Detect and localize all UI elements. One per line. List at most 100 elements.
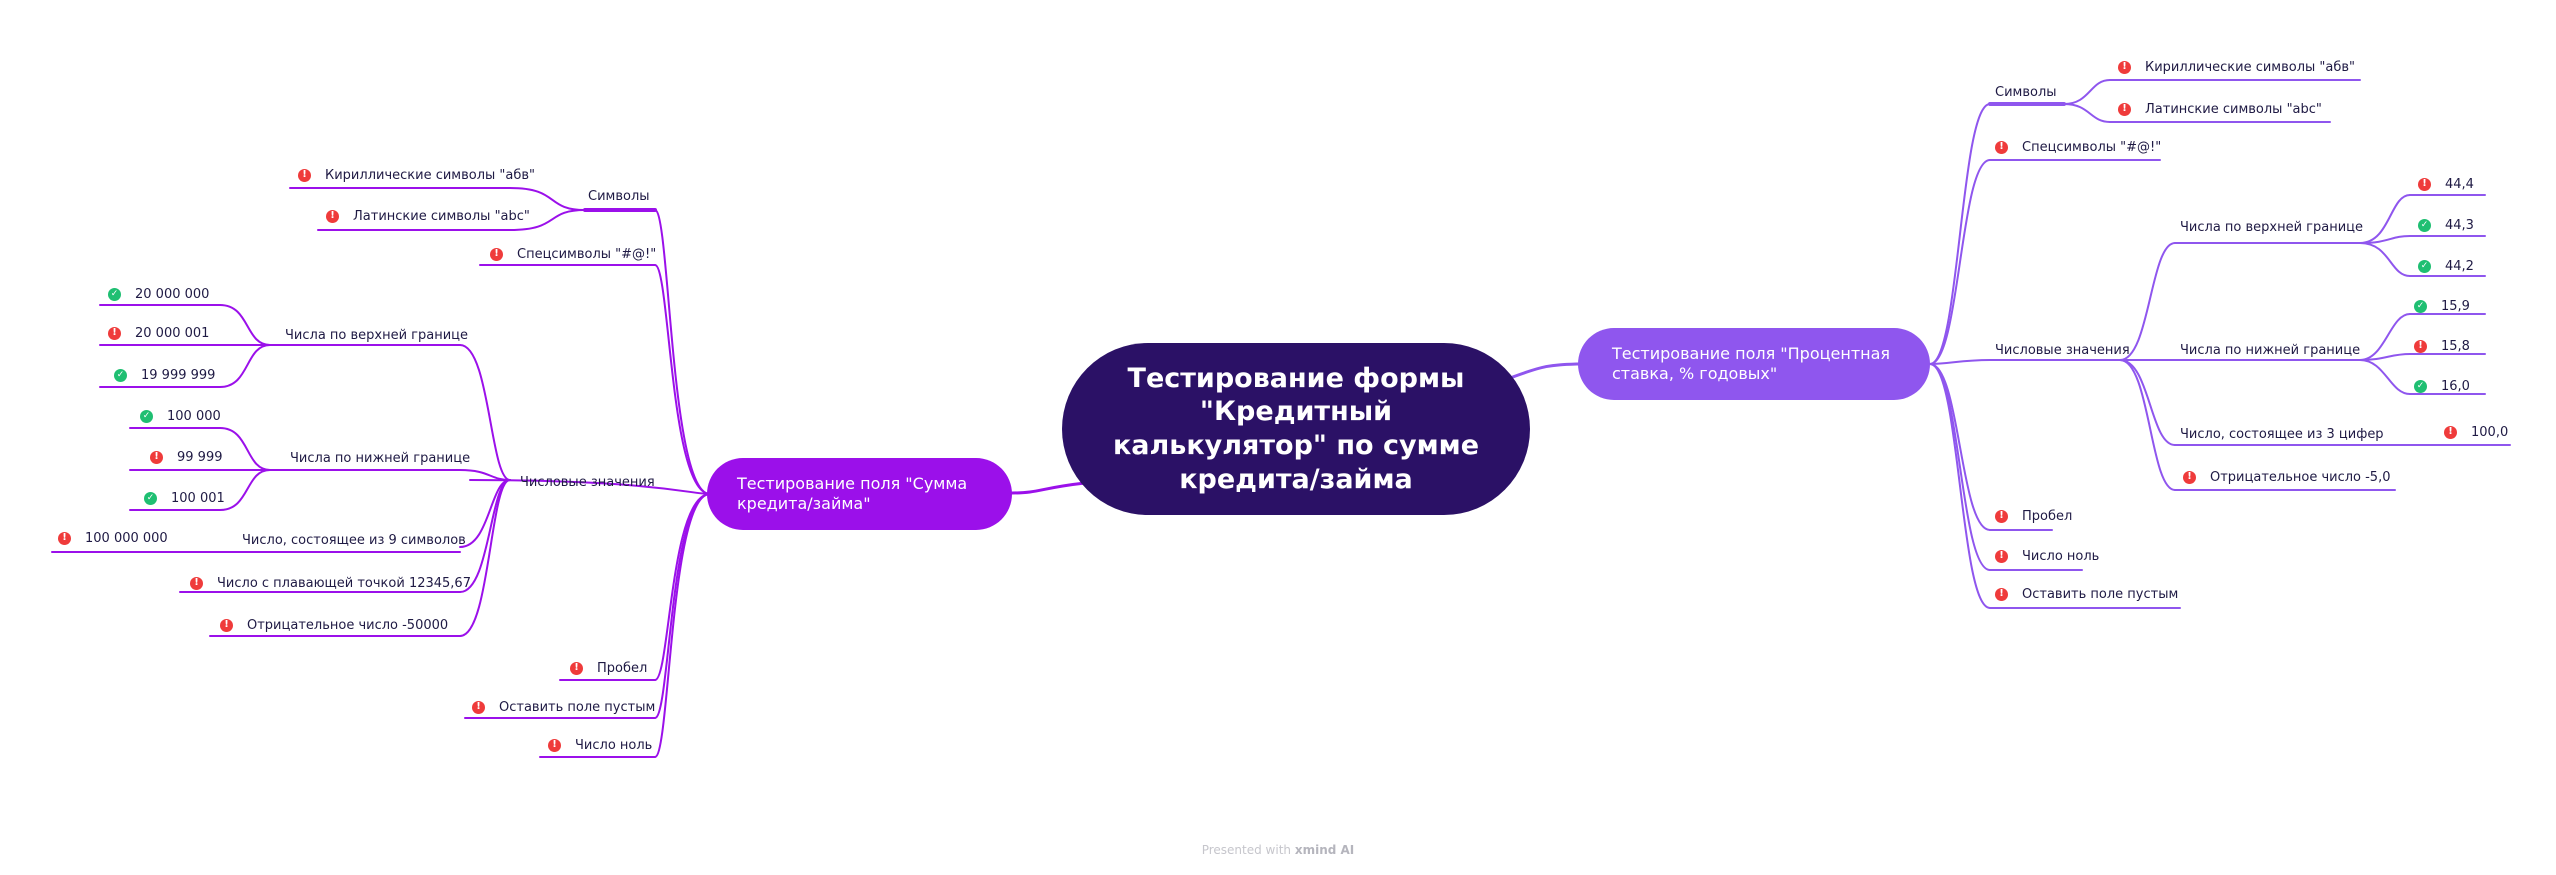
branch-loan-amount-label: Тестирование поля "Сумма кредита/займа" [737, 474, 968, 513]
check-icon: ✓ [2414, 379, 2427, 393]
value-label: 44,2 [2445, 258, 2474, 274]
left-special-label: Спецсимволы "#@!" [517, 246, 657, 262]
left-float-node[interactable]: !Число с плавающей точкой 12345,67 [190, 573, 471, 593]
value-label: 100 000 000 [85, 530, 168, 546]
check-icon: ✓ [2418, 218, 2431, 232]
left-nine-digits-node[interactable]: Число, состоящее из 9 символов [242, 530, 466, 550]
left-lower-node[interactable]: Числа по нижней границе [290, 448, 470, 468]
left-space-label: Пробел [597, 660, 648, 676]
warning-icon: ! [570, 661, 583, 675]
check-icon: ✓ [2418, 259, 2431, 273]
left-zero-label: Число ноль [575, 737, 653, 753]
right-upper-val-1[interactable]: ✓ 44,3 [2418, 215, 2474, 235]
left-empty-label: Оставить поле пустым [499, 699, 656, 715]
warning-icon: ! [2414, 339, 2427, 353]
value-label: 19 999 999 [141, 367, 216, 383]
value-label: 99 999 [177, 449, 223, 465]
left-cyrillic-node[interactable]: ! Кириллические символы "абв" [298, 165, 535, 185]
right-numeric-node[interactable]: Числовые значения [1995, 340, 2130, 360]
left-upper-val-0[interactable]: ✓ 20 000 000 [108, 284, 209, 304]
check-icon: ✓ [108, 287, 121, 301]
right-symbols-node[interactable]: Символы [1995, 82, 2057, 102]
right-negative-label: Отрицательное число -5,0 [2210, 469, 2391, 485]
right-space-node[interactable]: ! Пробел [1995, 506, 2072, 526]
warning-icon: ! [298, 168, 311, 182]
left-lower-val-0[interactable]: ✓100 000 [140, 406, 221, 426]
warning-icon: ! [58, 531, 71, 545]
right-space-label: Пробел [2022, 508, 2073, 524]
right-lower-val-2[interactable]: ✓ 16,0 [2414, 376, 2470, 396]
left-lower-label: Числа по нижней границе [290, 450, 471, 466]
right-lower-val-1[interactable]: ! 15,8 [2414, 336, 2470, 356]
right-lower-node[interactable]: Числа по нижней границе [2180, 340, 2360, 360]
right-zero-label: Число ноль [2022, 548, 2100, 564]
warning-icon: ! [150, 450, 163, 464]
warning-icon: ! [1995, 509, 2008, 523]
right-cyrillic-node[interactable]: ! Кириллические символы "абв" [2118, 57, 2355, 77]
value-label: 100,0 [2471, 424, 2509, 440]
right-lower-val-0[interactable]: ✓15,9 [2414, 296, 2470, 316]
right-latin-label: Латинские символы "abc" [2145, 101, 2322, 117]
warning-icon: ! [548, 738, 561, 752]
warning-icon: ! [2183, 470, 2196, 484]
warning-icon: ! [220, 618, 233, 632]
branch-interest-rate-label: Тестирование поля "Процентная ставка, % … [1612, 344, 1891, 383]
left-numeric-label: Числовые значения [520, 474, 655, 490]
right-cyrillic-label: Кириллические символы "абв" [2145, 59, 2356, 75]
right-special-node[interactable]: !Спецсимволы "#@!" [1995, 137, 2161, 157]
right-three-digits-node[interactable]: Число, состоящее из 3 цифер [2180, 424, 2384, 444]
warning-icon: ! [472, 700, 485, 714]
left-cyrillic-label: Кириллические символы "абв" [325, 167, 536, 183]
left-upper-val-1[interactable]: !20 000 001 [108, 323, 209, 343]
right-upper-val-2[interactable]: ✓ 44,2 [2418, 256, 2474, 276]
value-label: 44,4 [2445, 176, 2474, 192]
left-lower-val-2[interactable]: ✓ 100 001 [144, 488, 225, 508]
warning-icon: ! [326, 209, 339, 223]
left-latin-label: Латинские символы "abc" [353, 208, 530, 224]
left-space-node[interactable]: ! Пробел [570, 658, 647, 678]
left-upper-val-2[interactable]: ✓ 19 999 999 [114, 365, 215, 385]
left-float-label: Число с плавающей точкой 12345,67 [217, 575, 471, 591]
value-label: 15,8 [2441, 338, 2470, 354]
right-three-digits-label: Число, состоящее из 3 цифер [2180, 426, 2384, 442]
right-latin-node[interactable]: !Латинские символы "abc" [2118, 99, 2322, 119]
warning-icon: ! [2118, 60, 2131, 74]
value-label: 15,9 [2441, 298, 2470, 314]
left-nine-digits-label: Число, состоящее из 9 символов [242, 532, 466, 548]
right-three-digits-value[interactable]: ! 100,0 [2444, 422, 2508, 442]
right-upper-val-0[interactable]: !44,4 [2418, 174, 2474, 194]
left-special-node[interactable]: !Спецсимволы "#@!" [490, 244, 656, 264]
right-negative-node[interactable]: ! Отрицательное число -5,0 [2183, 467, 2390, 487]
right-empty-node[interactable]: ! Оставить поле пустым [1995, 584, 2178, 604]
value-label: 20 000 000 [135, 286, 210, 302]
value-label: 44,3 [2445, 217, 2474, 233]
left-lower-val-1[interactable]: ! 99 999 [150, 447, 223, 467]
check-icon: ✓ [114, 368, 127, 382]
value-label: 16,0 [2441, 378, 2470, 394]
left-symbols-label: Символы [588, 188, 650, 204]
footer-brand: xmind AI [1294, 843, 1355, 857]
left-zero-node[interactable]: ! Число ноль [548, 735, 652, 755]
value-label: 100 000 [167, 408, 221, 424]
left-negative-node[interactable]: !Отрицательное число -50000 [220, 615, 448, 635]
warning-icon: ! [2444, 425, 2457, 439]
warning-icon: ! [1995, 587, 2008, 601]
left-latin-node[interactable]: ! Латинские символы "abc" [326, 206, 530, 226]
right-upper-node[interactable]: Числа по верхней границе [2180, 217, 2363, 237]
right-zero-node[interactable]: !Число ноль [1995, 546, 2099, 566]
warning-icon: ! [108, 326, 121, 340]
left-upper-node[interactable]: Числа по верхней границе [285, 325, 468, 345]
check-icon: ✓ [144, 491, 157, 505]
branch-loan-amount[interactable]: Тестирование поля "Сумма кредита/займа" [707, 458, 1012, 530]
footer-prefix: Presented with [1201, 843, 1292, 857]
right-symbols-label: Символы [1995, 84, 2057, 100]
left-empty-node[interactable]: ! Оставить поле пустым [472, 697, 655, 717]
value-label: 100 001 [171, 490, 225, 506]
right-empty-label: Оставить поле пустым [2022, 586, 2179, 602]
branch-interest-rate[interactable]: Тестирование поля "Процентная ставка, % … [1578, 328, 1930, 400]
left-numeric-node[interactable]: Числовые значения [520, 472, 655, 492]
left-symbols-node[interactable]: Символы [588, 186, 650, 206]
left-nine-digits-value[interactable]: ! 100 000 000 [58, 528, 168, 548]
central-topic[interactable]: Тестирование формы "Кредитный калькулято… [1062, 343, 1530, 515]
